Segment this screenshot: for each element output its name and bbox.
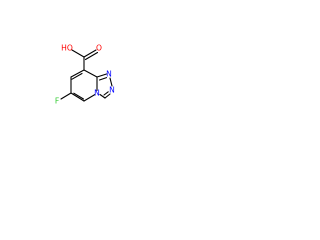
atom-label-nitrogen-top: N [106,70,112,79]
bond-c6-f [60,92,72,100]
atom-label-nitrogen-right: N [109,86,115,95]
bond-c8-c7-inner [71,72,83,80]
bond-c6-c5 [70,92,85,102]
bond-n1-n2 [109,77,113,87]
bond-c-o-double-2 [84,51,99,61]
bond-c8a-c8 [83,69,98,78]
molecule-structure: HO O F N N N [55,44,115,106]
bond-c8-c7 [70,69,85,78]
atom-label-nitrogen-bridge: N [94,89,100,98]
bond-c6-c5-inner [73,92,85,100]
atom-label-oh: HO [61,44,73,53]
atom-labels: HO O F N N N [55,44,115,106]
bond-c3-n4 [99,93,106,99]
bond-c8a-n1-inner [98,77,108,81]
atom-label-carbonyl-o: O [96,44,102,53]
bond-c5-n4 [83,93,96,102]
atom-label-fluorine: F [55,97,59,106]
bond-n2-c3 [104,93,111,99]
bonds [60,49,113,102]
structure-canvas: HO O F N N N [0,0,152,152]
bond-c8a-n1 [96,73,108,78]
bond-n2-c3-inner [103,91,109,96]
bond-c-o-double-1 [83,49,97,58]
bond-c-oh [71,49,85,58]
